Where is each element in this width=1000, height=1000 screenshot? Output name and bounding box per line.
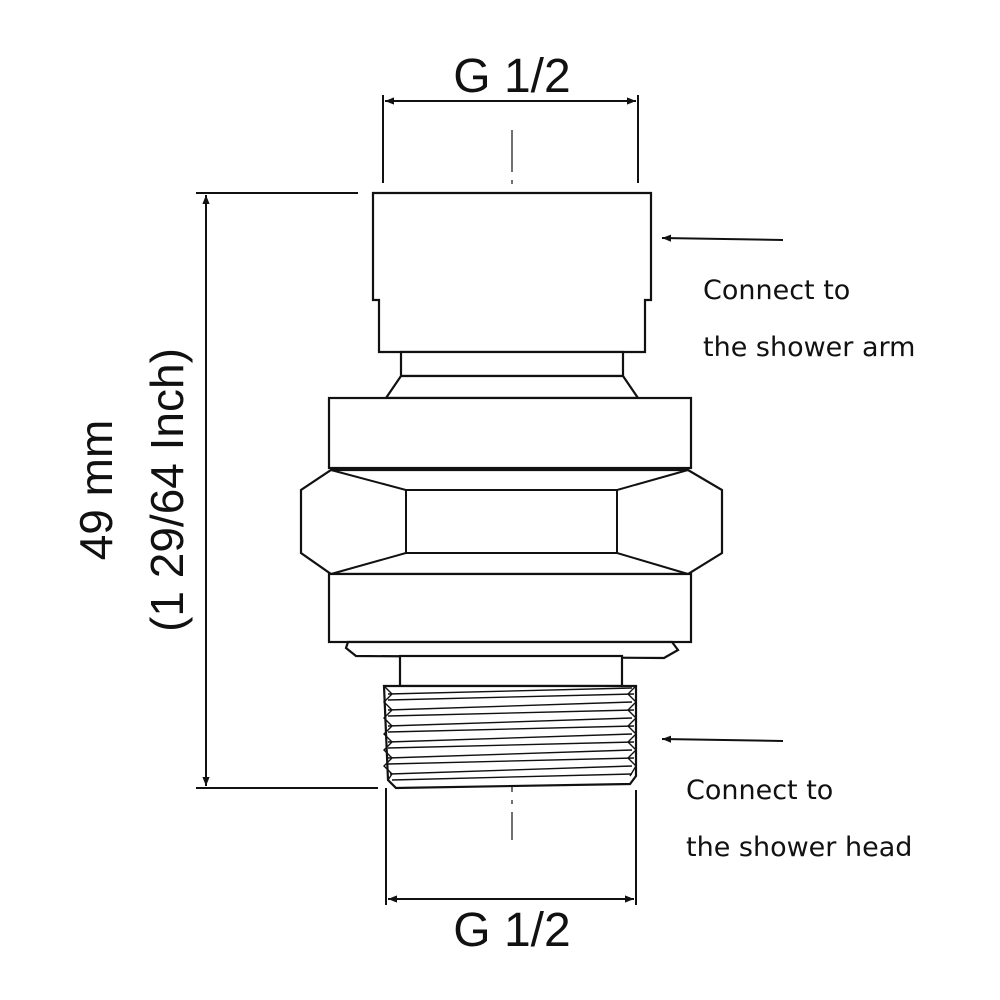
length-imperial-label: (1 29/64 Inch) <box>141 348 193 632</box>
bottom-thread-label: G 1/2 <box>453 904 570 957</box>
annotation-bottom-line1: Connect to <box>686 775 833 806</box>
annotation-shower-arm: Connect to the shower arm <box>661 234 915 363</box>
lower-neck <box>398 654 624 688</box>
washer <box>344 640 680 660</box>
lower-collar <box>327 572 693 644</box>
annotation-shower-head: Connect to the shower head <box>661 735 912 863</box>
top-thread-label: G 1/2 <box>453 50 570 103</box>
annotation-top-line1: Connect to <box>703 275 850 306</box>
length-metric-label: 49 mm <box>70 420 122 561</box>
bottom-width-dimension: G 1/2 <box>385 788 637 957</box>
length-dimension: 49 mm (1 29/64 Inch) <box>70 192 378 789</box>
top-width-dimension: G 1/2 <box>382 50 639 183</box>
annotation-top-line2: the shower arm <box>703 332 915 363</box>
male-thread <box>382 684 638 790</box>
hex-nut <box>299 468 724 576</box>
upper-neck <box>383 350 641 400</box>
top-nut <box>371 191 653 354</box>
annotation-bottom-line2: the shower head <box>686 832 912 863</box>
upper-collar <box>327 396 693 470</box>
